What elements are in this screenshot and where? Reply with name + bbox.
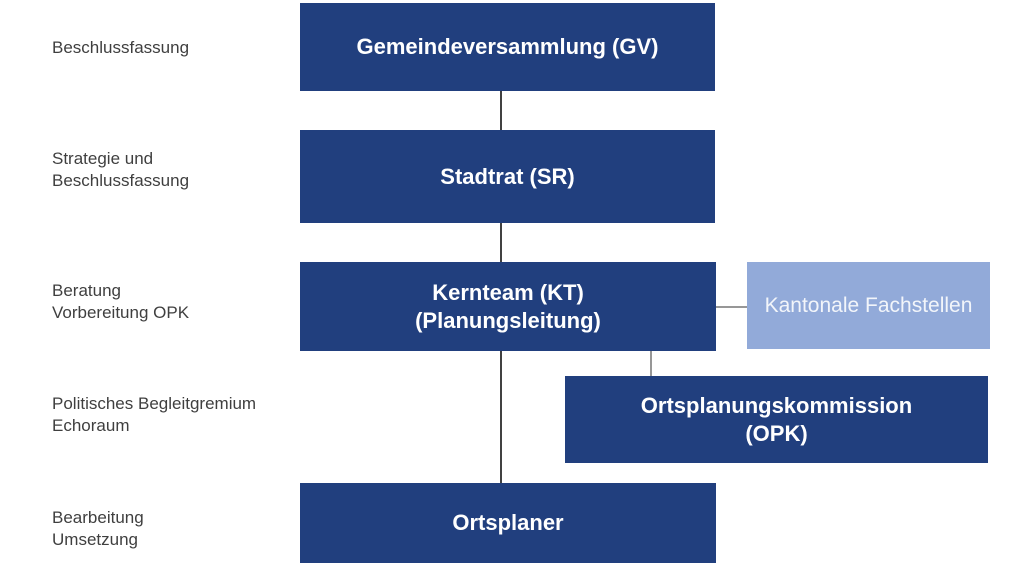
row-label-beschlussfassung: Beschlussfassung (52, 37, 189, 59)
node-label: (OPK) (745, 420, 808, 446)
row-label-line: Politisches Begleitgremium (52, 394, 257, 413)
node-label: Ortsplaner (452, 510, 564, 535)
node-label: Kantonale Fachstellen (764, 293, 973, 317)
node-kantonale-fachstellen: Kantonale Fachstellen (747, 262, 990, 349)
row-label-bearbeitung-umsetzung: Bearbeitung Umsetzung (52, 507, 144, 551)
row-label-politisches-begleitgremium-echoraum: Politisches Begleitgremium Echoraum (52, 393, 256, 437)
node-label: Ortsplanungskommission (640, 392, 913, 418)
edge-gv-sr (500, 91, 502, 130)
edge-kt-fachstellen (715, 306, 747, 308)
row-label-line: Beratung (52, 281, 121, 300)
node-gemeindeversammlung: Gemeindeversammlung (GV) (300, 3, 715, 91)
edge-kt-ortsplaner (500, 351, 502, 483)
row-label-line: Beschlussfassung (52, 171, 190, 190)
edge-kt-opk (650, 351, 652, 376)
node-label: Gemeindeversammlung (GV) (356, 34, 659, 59)
node-ortsplanungskommission: Ortsplanungskommission (OPK) (565, 376, 988, 463)
row-label-line: Umsetzung (52, 530, 138, 549)
row-label-beratung-vorbereitung-opk: Beratung Vorbereitung OPK (52, 280, 189, 324)
row-label-line: Vorbereitung OPK (52, 303, 190, 322)
node-ortsplaner: Ortsplaner (300, 483, 716, 563)
node-label: Stadtrat (SR) (440, 163, 575, 189)
row-label-strategie-und-beschlussfassung: Strategie und Beschlussfassung (52, 148, 189, 192)
row-label-line: Echoraum (52, 416, 130, 435)
row-label-line: Bearbeitung (52, 508, 144, 527)
edge-sr-kt (500, 223, 502, 262)
row-label-line: Beschlussfassung (52, 38, 190, 57)
node-label: (Planungsleitung) (415, 307, 601, 333)
row-label-line: Strategie und (52, 149, 154, 168)
node-stadtrat: Stadtrat (SR) (300, 130, 715, 223)
node-kernteam: Kernteam (KT) (Planungsleitung) (300, 262, 716, 351)
node-label: Kernteam (KT) (432, 279, 584, 305)
